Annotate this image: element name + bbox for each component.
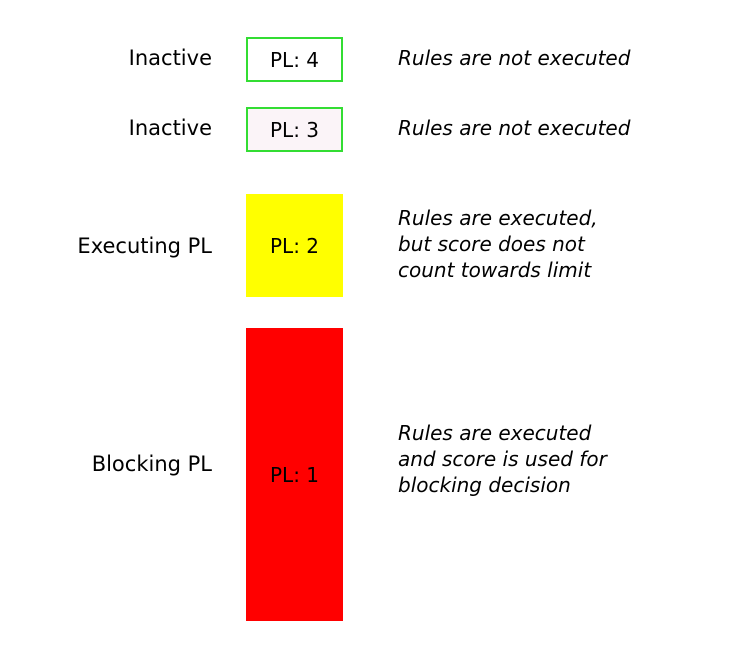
status-label-pl2: Executing PL [77, 234, 212, 258]
description-pl4: Rules are not executed [398, 45, 728, 71]
pl-box-pl3: PL: 3 [246, 107, 343, 152]
status-label-pl3: Inactive [128, 116, 212, 140]
pl-box-label-pl4: PL: 4 [269, 47, 320, 72]
status-label-pl1: Blocking PL [91, 452, 212, 476]
status-label-pl4: Inactive [128, 46, 212, 70]
description-line: count towards limit [398, 258, 592, 282]
pl-box-pl2: PL: 2 [246, 194, 343, 297]
pl-box-pl1: PL: 1 [246, 328, 343, 621]
description-pl1: Rules are executed and score is used for… [398, 420, 728, 498]
description-line: blocking decision [398, 473, 571, 497]
description-line: and score is used for [398, 447, 607, 471]
description-line: Rules are executed [398, 421, 592, 445]
pl-box-pl4: PL: 4 [246, 37, 343, 82]
description-pl2: Rules are executed, but score does not c… [398, 205, 728, 283]
description-line: Rules are not executed [398, 116, 631, 140]
pl-box-label-pl1: PL: 1 [269, 462, 320, 487]
pl-box-label-pl2: PL: 2 [269, 233, 320, 258]
description-line: but score does not [398, 232, 585, 256]
description-line: Rules are not executed [398, 46, 631, 70]
description-pl3: Rules are not executed [398, 115, 728, 141]
pl-box-label-pl3: PL: 3 [269, 117, 320, 142]
description-line: Rules are executed, [398, 206, 598, 230]
